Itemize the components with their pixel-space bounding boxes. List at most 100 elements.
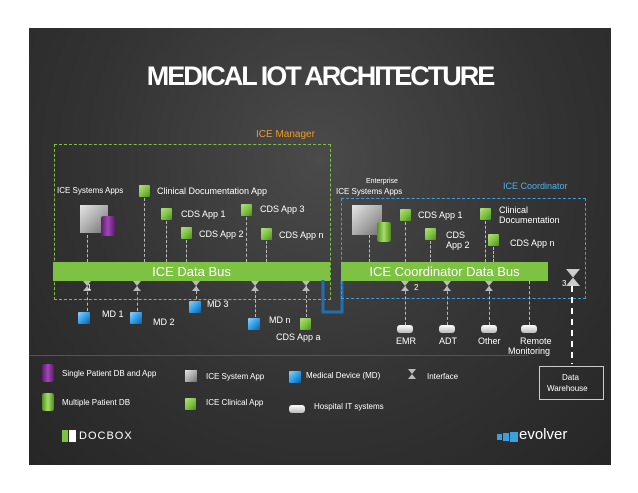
interface-icon xyxy=(133,281,141,291)
legend-clinical-app-label: ICE Clinical App xyxy=(206,398,264,407)
cds-app-3-label: CDS App 3 xyxy=(260,204,305,214)
connector-line xyxy=(137,281,138,311)
page-title: MEDICAL IOT ARCHITECTURE xyxy=(146,61,496,91)
evolver-logo: evolver xyxy=(519,426,568,443)
coord-app-2-label: App 2 xyxy=(446,240,470,250)
coord-cds-app-2-icon xyxy=(425,228,436,240)
legend-medical-device-label: Medical Device (MD) xyxy=(306,371,381,380)
legend-multiple-patient-icon xyxy=(42,393,54,411)
enterprise-label: Enterprise xyxy=(366,178,398,185)
medical-device-n-icon xyxy=(248,318,260,330)
ice-manager-boundary xyxy=(54,144,331,300)
connector-line xyxy=(144,198,145,262)
enterprise-ice-systems-apps-label: ICE Systems Apps xyxy=(336,187,403,196)
cds-app-n-icon xyxy=(261,228,272,240)
interface-3-icon xyxy=(566,269,580,286)
evolver-logo-icon xyxy=(497,432,518,442)
cds-app-1-label: CDS App 1 xyxy=(181,209,226,219)
md-3-label: MD 3 xyxy=(207,299,229,309)
legend-hospital-it-icon xyxy=(289,405,305,413)
data-warehouse-label-2: Warehouse xyxy=(547,384,588,393)
cds-app-a-icon xyxy=(300,318,311,330)
interface-icon xyxy=(485,281,493,291)
remote-label: Remote xyxy=(520,336,552,346)
connector-line xyxy=(430,241,431,262)
legend-medical-device-icon xyxy=(289,371,301,383)
docbox-logo: DOCBOX xyxy=(79,430,133,442)
connector-line xyxy=(87,281,88,311)
ice-systems-apps-label: ICE Systems Apps xyxy=(57,186,124,195)
warehouse-connector xyxy=(571,286,573,364)
interface-icon xyxy=(443,281,451,291)
coord-clinical-label: Clinical xyxy=(499,205,529,215)
connector-line xyxy=(369,235,370,262)
coord-cds-app-1-label: CDS App 1 xyxy=(418,210,463,220)
coord-documentation-label: Documentation xyxy=(499,215,560,225)
emr-system-icon xyxy=(397,325,413,333)
md-1-label: MD 1 xyxy=(102,309,124,319)
clinical-documentation-app-label: Clinical Documentation App xyxy=(157,186,268,196)
interface-2-number: 2 xyxy=(414,283,419,292)
interface-1-number: 1 xyxy=(87,283,92,292)
md-n-label: MD n xyxy=(269,315,291,325)
multiple-patient-db-icon xyxy=(377,222,391,242)
legend-interface-icon xyxy=(408,369,416,379)
connector-line xyxy=(529,281,530,325)
connector-line xyxy=(489,281,490,325)
bus-bridge xyxy=(321,280,344,314)
connector-line xyxy=(87,235,88,262)
cds-app-3-icon xyxy=(241,204,252,216)
ice-coordinator-label: ICE Coordinator xyxy=(503,181,568,191)
legend-multiple-patient-label: Multiple Patient DB xyxy=(62,398,131,407)
ice-data-bus: ICE Data Bus xyxy=(53,262,330,281)
legend-system-app-icon xyxy=(185,370,197,382)
interface-icon xyxy=(251,281,259,291)
coord-cds-app-1-icon xyxy=(400,209,411,221)
other-system-icon xyxy=(481,325,497,333)
remote-monitoring-icon xyxy=(521,325,537,333)
coord-clinical-documentation-icon xyxy=(480,208,491,220)
coord-cds-app-n-icon xyxy=(488,234,499,246)
legend-single-patient-icon xyxy=(42,364,54,382)
interface-icon xyxy=(192,281,200,291)
docbox-logo-icon xyxy=(62,430,76,442)
ice-manager-label: ICE Manager xyxy=(256,129,315,140)
clinical-documentation-app-icon xyxy=(139,185,150,197)
connector-line xyxy=(485,221,486,262)
connector-line xyxy=(255,281,256,317)
md-2-label: MD 2 xyxy=(153,317,175,327)
emr-label: EMR xyxy=(396,336,416,346)
single-patient-db-icon xyxy=(101,216,115,236)
interface-3-number: 3 xyxy=(562,279,567,288)
legend-interface-label: Interface xyxy=(427,372,459,381)
interface-1-icon xyxy=(83,281,91,291)
legend-system-app-label: ICE System App xyxy=(206,372,265,381)
other-label: Other xyxy=(478,336,501,346)
connector-line xyxy=(405,222,406,262)
monitoring-label: Monitoring xyxy=(508,346,551,356)
interface-icon xyxy=(302,281,310,291)
data-warehouse-box xyxy=(539,366,604,400)
coord-cds-label: CDS xyxy=(446,230,466,240)
coord-cds-app-n-label: CDS App n xyxy=(510,238,555,248)
medical-device-2-icon xyxy=(130,312,142,324)
adt-label: ADT xyxy=(439,336,457,346)
connector-line xyxy=(246,217,247,262)
adt-system-icon xyxy=(439,325,455,333)
connector-line xyxy=(186,240,187,262)
slide: MEDICAL IOT ARCHITECTURE ICE Manager ICE… xyxy=(29,28,611,465)
connector-line xyxy=(447,281,448,325)
connector-line xyxy=(493,247,494,262)
medical-device-3-icon xyxy=(189,301,201,313)
data-warehouse-label-1: Data xyxy=(562,373,579,382)
connector-line xyxy=(405,281,406,325)
legend-clinical-app-icon xyxy=(185,398,196,410)
ice-coordinator-boundary xyxy=(341,198,586,299)
cds-app-1-icon xyxy=(161,208,172,220)
legend-single-patient-label: Single Patient DB and App xyxy=(62,369,157,378)
legend-divider xyxy=(29,355,529,356)
cds-app-a-label: CDS App a xyxy=(276,332,321,342)
medical-device-1-icon xyxy=(78,312,90,324)
connector-line xyxy=(166,221,167,262)
connector-line xyxy=(266,241,267,262)
